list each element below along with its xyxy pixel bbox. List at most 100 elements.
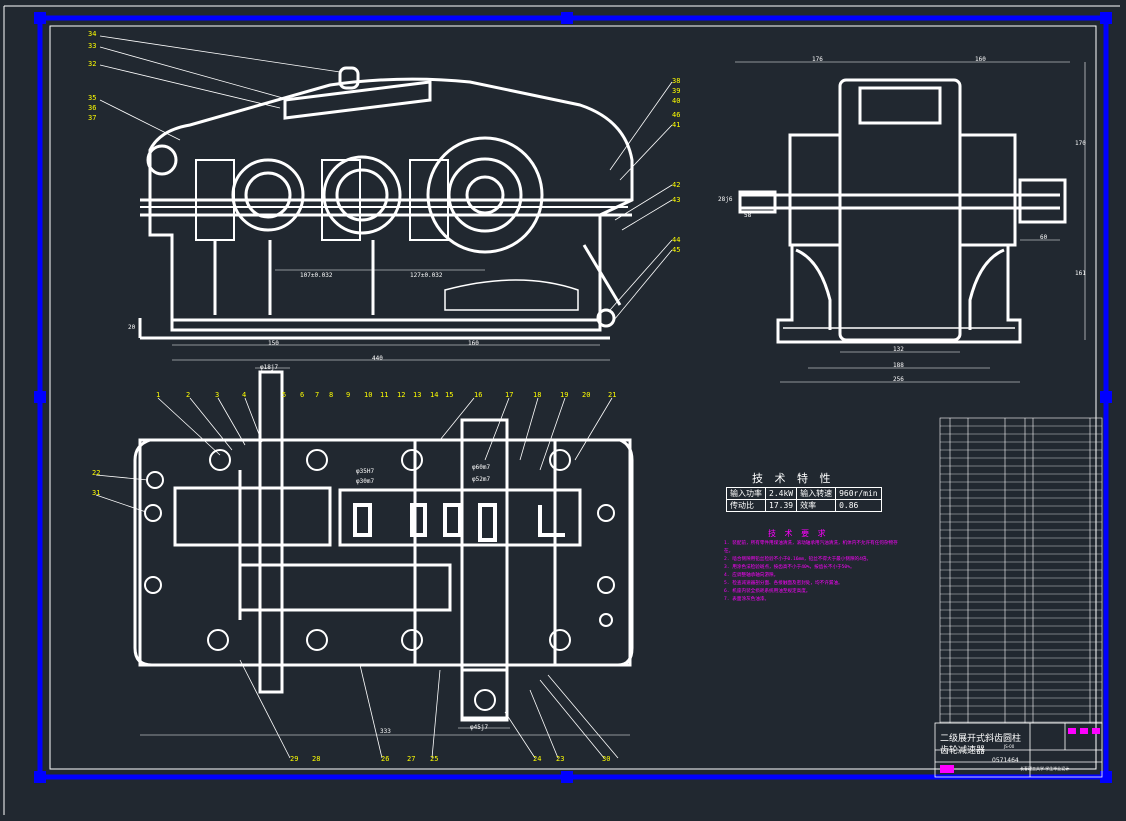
part-label: 38 [672,77,681,85]
dimension: 160 [468,340,479,347]
dimension: 160 [975,56,986,63]
tech-spec-table: 输入功率 2.4kW 输入转速 960r/min 传动比 17.39 效率 0.… [726,487,882,512]
part-label: 25 [430,755,439,763]
part-label: 43 [672,196,681,204]
dimension: φ30m7 [356,478,375,485]
dimension: 58 [744,212,752,219]
dimension: 176 [812,56,823,63]
part-label: 4 [242,391,247,399]
part-label: 33 [88,42,97,50]
part-label: 28 [312,755,321,763]
list-item: 4. 应调整轴承轴向游隙。 [724,573,779,578]
part-label: 46 [672,111,681,119]
front-view [138,66,634,340]
dimension: 127±0.032 [410,272,443,279]
drawing-title: 二级展开式斜齿圆柱齿轮减速器 [940,734,1022,756]
table-cell: 2.4kW [764,487,798,500]
tech-req-title: 技 术 要 求 [768,529,829,538]
part-label: 18 [533,391,542,399]
part-label: 24 [533,755,542,763]
list-item: 6. 机座内装全损耗系统用油至规定高度。 [724,589,811,594]
dimension: 333 [380,728,391,735]
part-label: 7 [315,391,320,399]
inner-border [3,5,1120,815]
drawing-frame [37,15,1109,780]
part-label: 30 [602,755,611,763]
part-label: 3 [215,391,220,399]
top-view-gear-teeth [353,503,565,542]
list-item: 3. 用涂色法检验斑点，按齿高不小于40%，按齿长不小于50%。 [724,565,855,570]
part-label: 26 [381,755,390,763]
dimension: 60 [1040,234,1048,241]
tech-spec-title: 技 术 特 性 [752,472,835,485]
part-label: 11 [380,391,389,399]
part-label: 34 [88,30,97,38]
frame-grips[interactable] [34,12,1112,783]
dimension: 256 [893,376,904,383]
dimension: 161 [1075,270,1086,277]
part-label: 23 [556,755,565,763]
dimension: 107±0.032 [300,272,333,279]
table-cell: 17.39 [764,499,798,512]
dimension: 28j6 [718,196,733,203]
drawing-code: 0571464 [992,757,1019,764]
part-label: 40 [672,97,681,105]
part-label: 21 [608,391,617,399]
part-label: 13 [413,391,422,399]
dimension: φ18j7 [260,364,279,371]
dimension: 440 [372,355,383,362]
part-label: 41 [672,121,681,129]
list-item: 2. 啮合侧隙用铅丝检验不小于0.16mm，铅丝不得大于最小侧隙的4倍。 [724,557,872,562]
part-label: 14 [430,391,439,399]
top-view-dimension-lines [140,367,630,736]
part-label: 8 [329,391,334,399]
part-label: 5 [282,391,287,399]
dimension: 170 [1075,140,1086,147]
part-label: 37 [88,114,97,122]
side-view-dimension-lines [735,61,1086,383]
part-label: 35 [88,94,97,102]
dimension: 150 [268,340,279,347]
tech-req-list: 1. 装配前，所有零件用煤油清洗，滚动轴承用汽油清洗，机体内不允许有任何杂物存在… [724,540,904,604]
list-item: 5. 检查减速器剖分面、各接触面及密封处，均不许漏油。 [724,581,843,586]
front-view-dimension-lines [172,269,610,361]
part-label: 19 [560,391,569,399]
table-cell: 效率 [796,499,837,512]
top-view [133,370,634,722]
part-label: 45 [672,246,681,254]
bom-rows [940,425,1102,723]
part-label: 44 [672,236,681,244]
dimension: φ60m7 [472,464,491,471]
side-view [738,78,1067,344]
part-label: 36 [88,104,97,112]
dimension: φ45j7 [470,724,489,731]
table-row: 传动比 17.39 效率 0.86 [726,499,882,512]
part-label: 22 [92,469,101,477]
table-cell: 输入转速 [796,487,837,500]
drawing-number: JS-00 [1004,744,1015,749]
front-view-leaders [99,35,673,321]
bill-of-materials [939,417,1103,724]
part-label: 12 [397,391,406,399]
part-label: 31 [92,489,101,497]
top-view-bolts [144,449,615,711]
front-view-shafts [140,159,628,241]
part-label: 1 [156,391,161,399]
part-label: 29 [290,755,299,763]
dimension: φ35H7 [356,468,375,475]
dimension: 188 [893,362,904,369]
table-cell: 传动比 [726,499,766,512]
part-label: 32 [88,60,97,68]
part-label: 17 [505,391,514,399]
part-label: 39 [672,87,681,95]
part-label: 42 [672,181,681,189]
top-view-leaders [95,397,619,759]
table-row: 输入功率 2.4kW 输入转速 960r/min [726,487,882,500]
title-block [934,722,1103,778]
dimension: φ52m7 [472,476,491,483]
list-item: 1. 装配前，所有零件用煤油清洗，滚动轴承用汽油清洗，机体内不允许有任何杂物存在… [724,541,898,554]
part-label: 6 [300,391,305,399]
dimension: 132 [893,346,904,353]
part-label: 16 [474,391,483,399]
part-label: 20 [582,391,591,399]
